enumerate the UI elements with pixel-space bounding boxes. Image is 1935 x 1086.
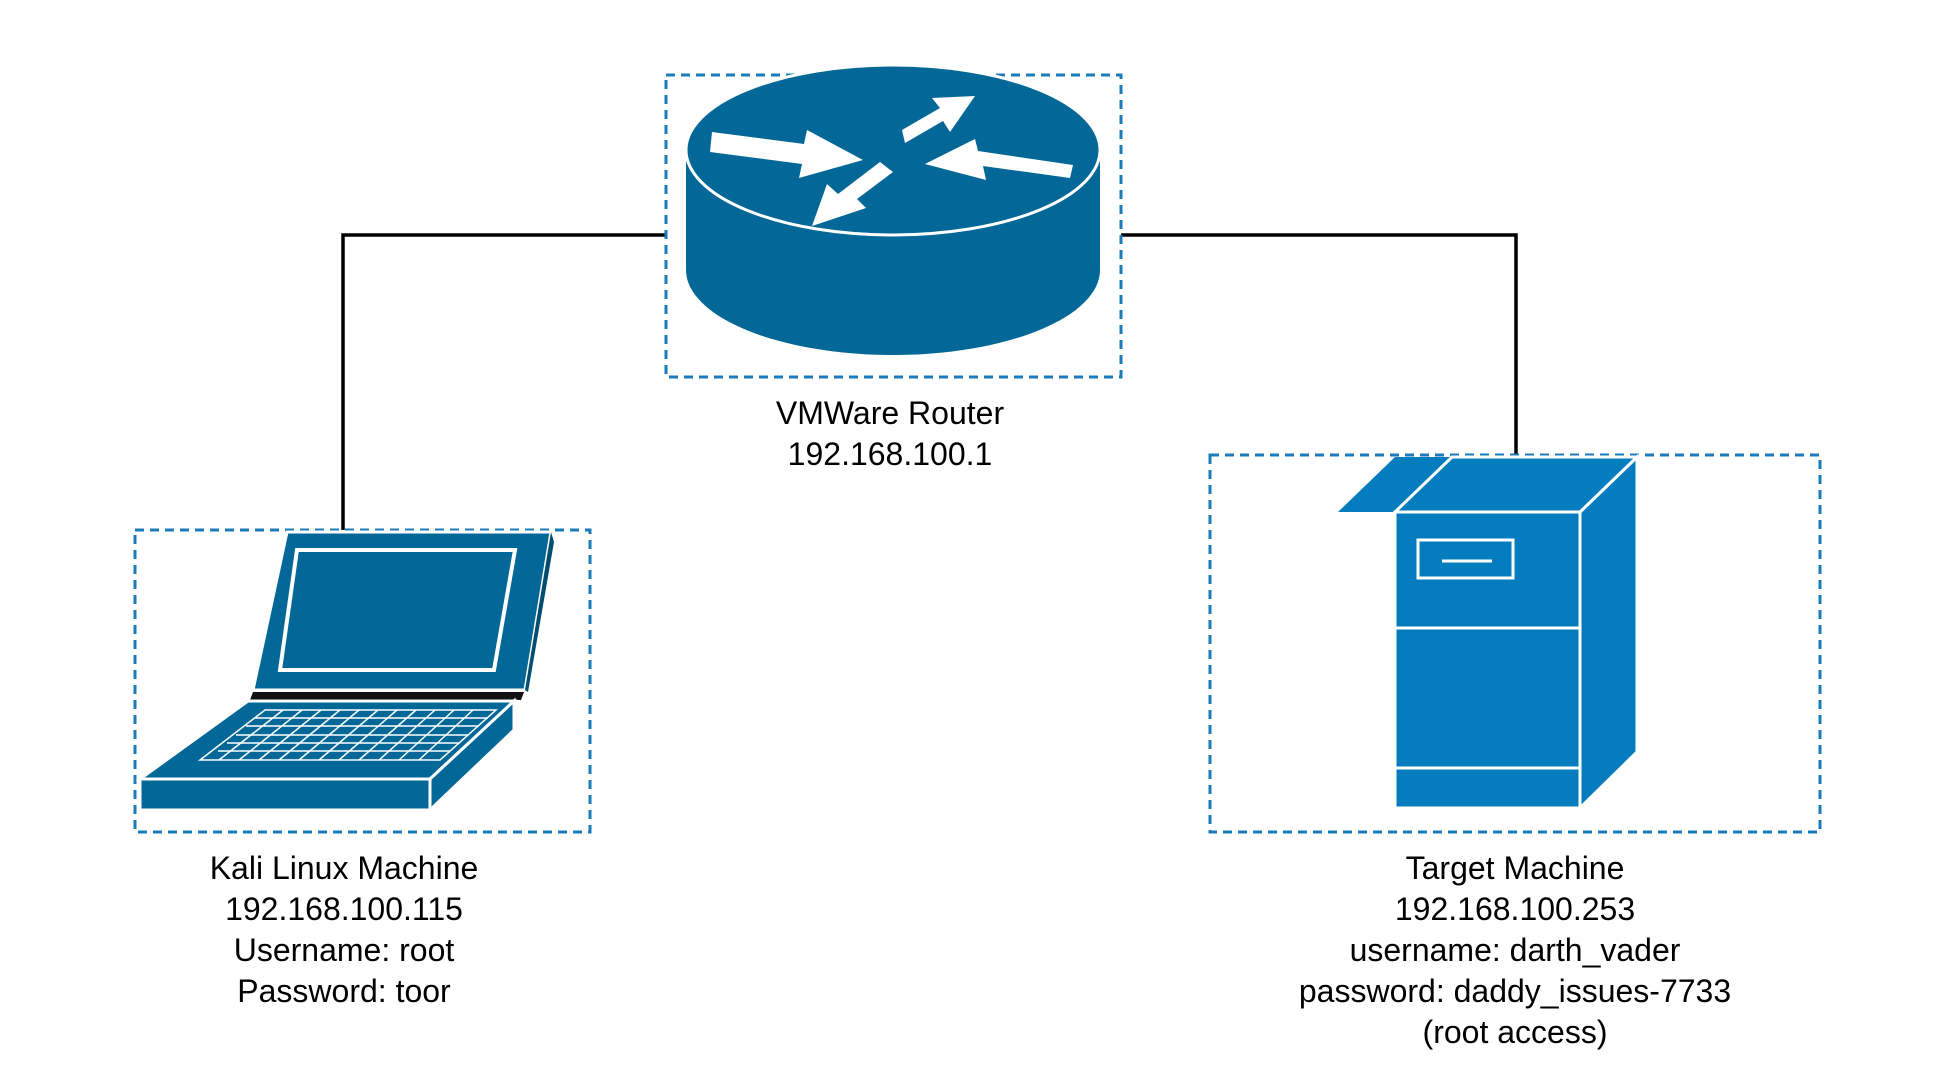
router-icon bbox=[684, 63, 1102, 355]
server-front bbox=[1393, 510, 1582, 810]
link-router-target bbox=[1120, 233, 1518, 455]
router-arrow-in-left bbox=[710, 130, 863, 178]
target-label: Target Machine 192.168.100.253 username:… bbox=[1215, 848, 1815, 1053]
laptop-base-front bbox=[138, 777, 432, 812]
server-icon bbox=[1338, 453, 1641, 812]
router-name: VMWare Router bbox=[775, 395, 1005, 431]
server-side bbox=[1578, 453, 1639, 812]
target-note: (root access) bbox=[1422, 1014, 1608, 1050]
laptop-hinge bbox=[250, 692, 524, 700]
target-ip: 192.168.100.253 bbox=[1394, 891, 1636, 927]
target-node[interactable] bbox=[1208, 453, 1822, 834]
target-username: username: darth_vader bbox=[1349, 932, 1681, 968]
router-ip: 192.168.100.1 bbox=[787, 436, 993, 472]
link-router-kali bbox=[341, 233, 668, 530]
router-label: VMWare Router 192.168.100.1 bbox=[690, 393, 1090, 475]
router-arrow-out-up bbox=[902, 96, 975, 143]
server-top-outline bbox=[1391, 455, 1641, 514]
laptop-lid-edge bbox=[525, 532, 554, 692]
laptop-base-side bbox=[428, 697, 516, 814]
router-arrow-out-down bbox=[812, 162, 893, 226]
kali-ip: 192.168.100.115 bbox=[225, 891, 463, 927]
kali-username: Username: root bbox=[233, 932, 455, 968]
laptop-screen bbox=[277, 548, 518, 672]
router-node[interactable] bbox=[664, 63, 1123, 379]
kali-password: Password: toor bbox=[237, 973, 451, 1009]
server-drive-bay bbox=[1416, 538, 1515, 580]
router-top bbox=[684, 63, 1102, 237]
target-password: password: daddy_issues-7733 bbox=[1298, 973, 1732, 1009]
laptop-icon bbox=[135, 530, 554, 814]
kali-label: Kali Linux Machine 192.168.100.115 Usern… bbox=[144, 848, 544, 1012]
target-name: Target Machine bbox=[1405, 850, 1625, 886]
laptop-keyboard bbox=[197, 709, 498, 761]
kali-name: Kali Linux Machine bbox=[209, 850, 479, 886]
kali-node[interactable] bbox=[133, 528, 592, 834]
router-arrow-in-right bbox=[925, 139, 1073, 180]
